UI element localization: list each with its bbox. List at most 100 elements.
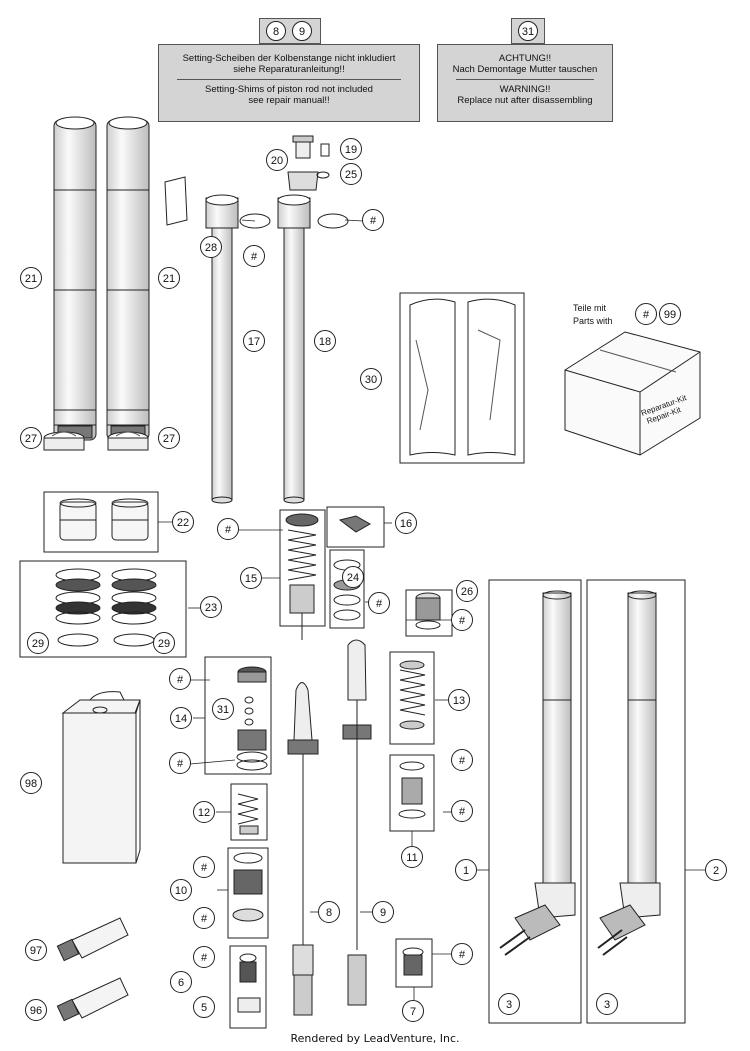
repair-kit-box [564, 331, 701, 456]
valve-14-parts [236, 666, 268, 771]
callout-22: 22 [172, 511, 194, 533]
callout-27-right: 27 [158, 427, 180, 449]
spring-13 [399, 669, 426, 716]
damper-rod-8 [287, 682, 319, 1016]
bleeder-screws [338, 515, 372, 533]
repair-kit-99-badge: 99 [659, 303, 681, 325]
outer-tube-left [53, 116, 97, 441]
spring-12 [237, 793, 259, 825]
callout-5: 5 [193, 996, 215, 1018]
callout-hash-valve-6: # [193, 946, 215, 968]
shims-note-en-1: Setting-Shims of piston rod not included [205, 84, 373, 95]
valve-10 [232, 852, 264, 922]
callout-98: 98 [20, 772, 42, 794]
cartridge-spring [285, 513, 319, 640]
callout-25: 25 [340, 163, 362, 185]
fork-leg-right [277, 194, 311, 504]
callout-hash-valve-26: # [451, 609, 473, 631]
callout-31: 31 [212, 698, 234, 720]
callout-29-left: 29 [27, 632, 49, 654]
seal-stack-right [111, 568, 157, 647]
shims-note-de-1: Setting-Scheiben der Kolbenstange nicht … [182, 53, 396, 64]
callout-16: 16 [395, 512, 417, 534]
fork-assembly-left [499, 590, 576, 956]
callout-28: 28 [200, 236, 222, 258]
shims-note-de-2: siehe Reparaturanleitung!! [233, 64, 345, 75]
dust-seal-left [59, 498, 97, 541]
callout-10: 10 [170, 879, 192, 901]
valve-7 [402, 947, 424, 976]
callout-6: 6 [170, 971, 192, 993]
callout-11: 11 [401, 846, 423, 868]
callout-20: 20 [266, 149, 288, 171]
fork-protector-left [409, 298, 456, 456]
callout-30: 30 [360, 368, 382, 390]
callout-1: 1 [455, 859, 477, 881]
nut-note-de-2: Nach Demontage Mutter tauschen [452, 64, 598, 75]
callout-27-left: 27 [20, 427, 42, 449]
shims-note-en-2: see repair manual!! [248, 95, 330, 106]
slide-bushing-right [107, 431, 149, 451]
fork-leg-left-frame [488, 579, 582, 1024]
callout-12: 12 [193, 801, 215, 823]
fork-cap-screw [287, 135, 330, 191]
callout-23: 23 [200, 596, 222, 618]
ref-31-badge: 31 [518, 21, 538, 41]
callout-hash-valve-7: # [451, 943, 473, 965]
valve-14-frame [204, 656, 272, 775]
callout-hash-valve-11-bottom: # [451, 800, 473, 822]
fork-sticker [164, 176, 188, 226]
damper-rod-9 [342, 639, 372, 1006]
nut-note-en-2: Replace nut after disassembling [457, 95, 593, 106]
callout-hash-valve-14-bottom: # [169, 752, 191, 774]
callout-hash-valve-14-top: # [169, 668, 191, 690]
repair-kit-hash-badge: # [635, 303, 657, 325]
protector-group-frame [399, 292, 525, 464]
callout-hash-valve-11-top: # [451, 749, 473, 771]
callout-hash-piston: # [368, 592, 390, 614]
callout-18: 18 [314, 330, 336, 352]
ref-9-badge: 9 [292, 21, 312, 41]
callout-8: 8 [318, 901, 340, 923]
valve-6 [237, 953, 261, 1013]
leader-lines [158, 219, 705, 1000]
valve-10-frame [227, 847, 269, 939]
callout-3-left: 3 [498, 993, 520, 1015]
callout-7: 7 [402, 1000, 424, 1022]
valve-26 [415, 592, 441, 630]
o-ring-left [239, 213, 271, 229]
callout-24: 24 [342, 566, 364, 588]
callout-13: 13 [448, 689, 470, 711]
fork-oil-can [61, 691, 141, 864]
callout-21-left: 21 [20, 267, 42, 289]
callout-26: 26 [456, 580, 478, 602]
grease-tube-97 [56, 917, 129, 962]
shims-note: Setting-Scheiben der Kolbenstange nicht … [158, 44, 420, 122]
fork-leg-left [205, 194, 239, 504]
callout-97: 97 [25, 939, 47, 961]
outer-tube-right [106, 116, 150, 441]
fork-protector-right [467, 298, 516, 456]
grease-tube-96 [56, 977, 129, 1022]
callout-14: 14 [170, 707, 192, 729]
fork-leg-right-frame [586, 579, 686, 1024]
callout-96: 96 [25, 999, 47, 1021]
repair-kit-label-de: Teile mit [573, 303, 607, 313]
callout-19: 19 [340, 138, 362, 160]
ref-8-badge: 8 [266, 21, 286, 41]
callout-2: 2 [705, 859, 727, 881]
seal-stack-left [55, 568, 101, 647]
nut-note: ACHTUNG!! Nach Demontage Mutter tauschen… [437, 44, 613, 122]
bleeder-kit-frame [326, 506, 385, 548]
callout-15: 15 [240, 567, 262, 589]
oil-seal-kit-frame [19, 560, 187, 658]
callout-hash-cartridge: # [217, 518, 239, 540]
callout-9: 9 [372, 901, 394, 923]
nut-note-en-1: WARNING!! [499, 84, 551, 95]
callout-3-right: 3 [596, 993, 618, 1015]
dust-seal-right [111, 498, 149, 541]
valve-6-frame [229, 945, 267, 1029]
callout-17: 17 [243, 330, 265, 352]
repair-kit-label-en: Parts with [573, 316, 613, 326]
